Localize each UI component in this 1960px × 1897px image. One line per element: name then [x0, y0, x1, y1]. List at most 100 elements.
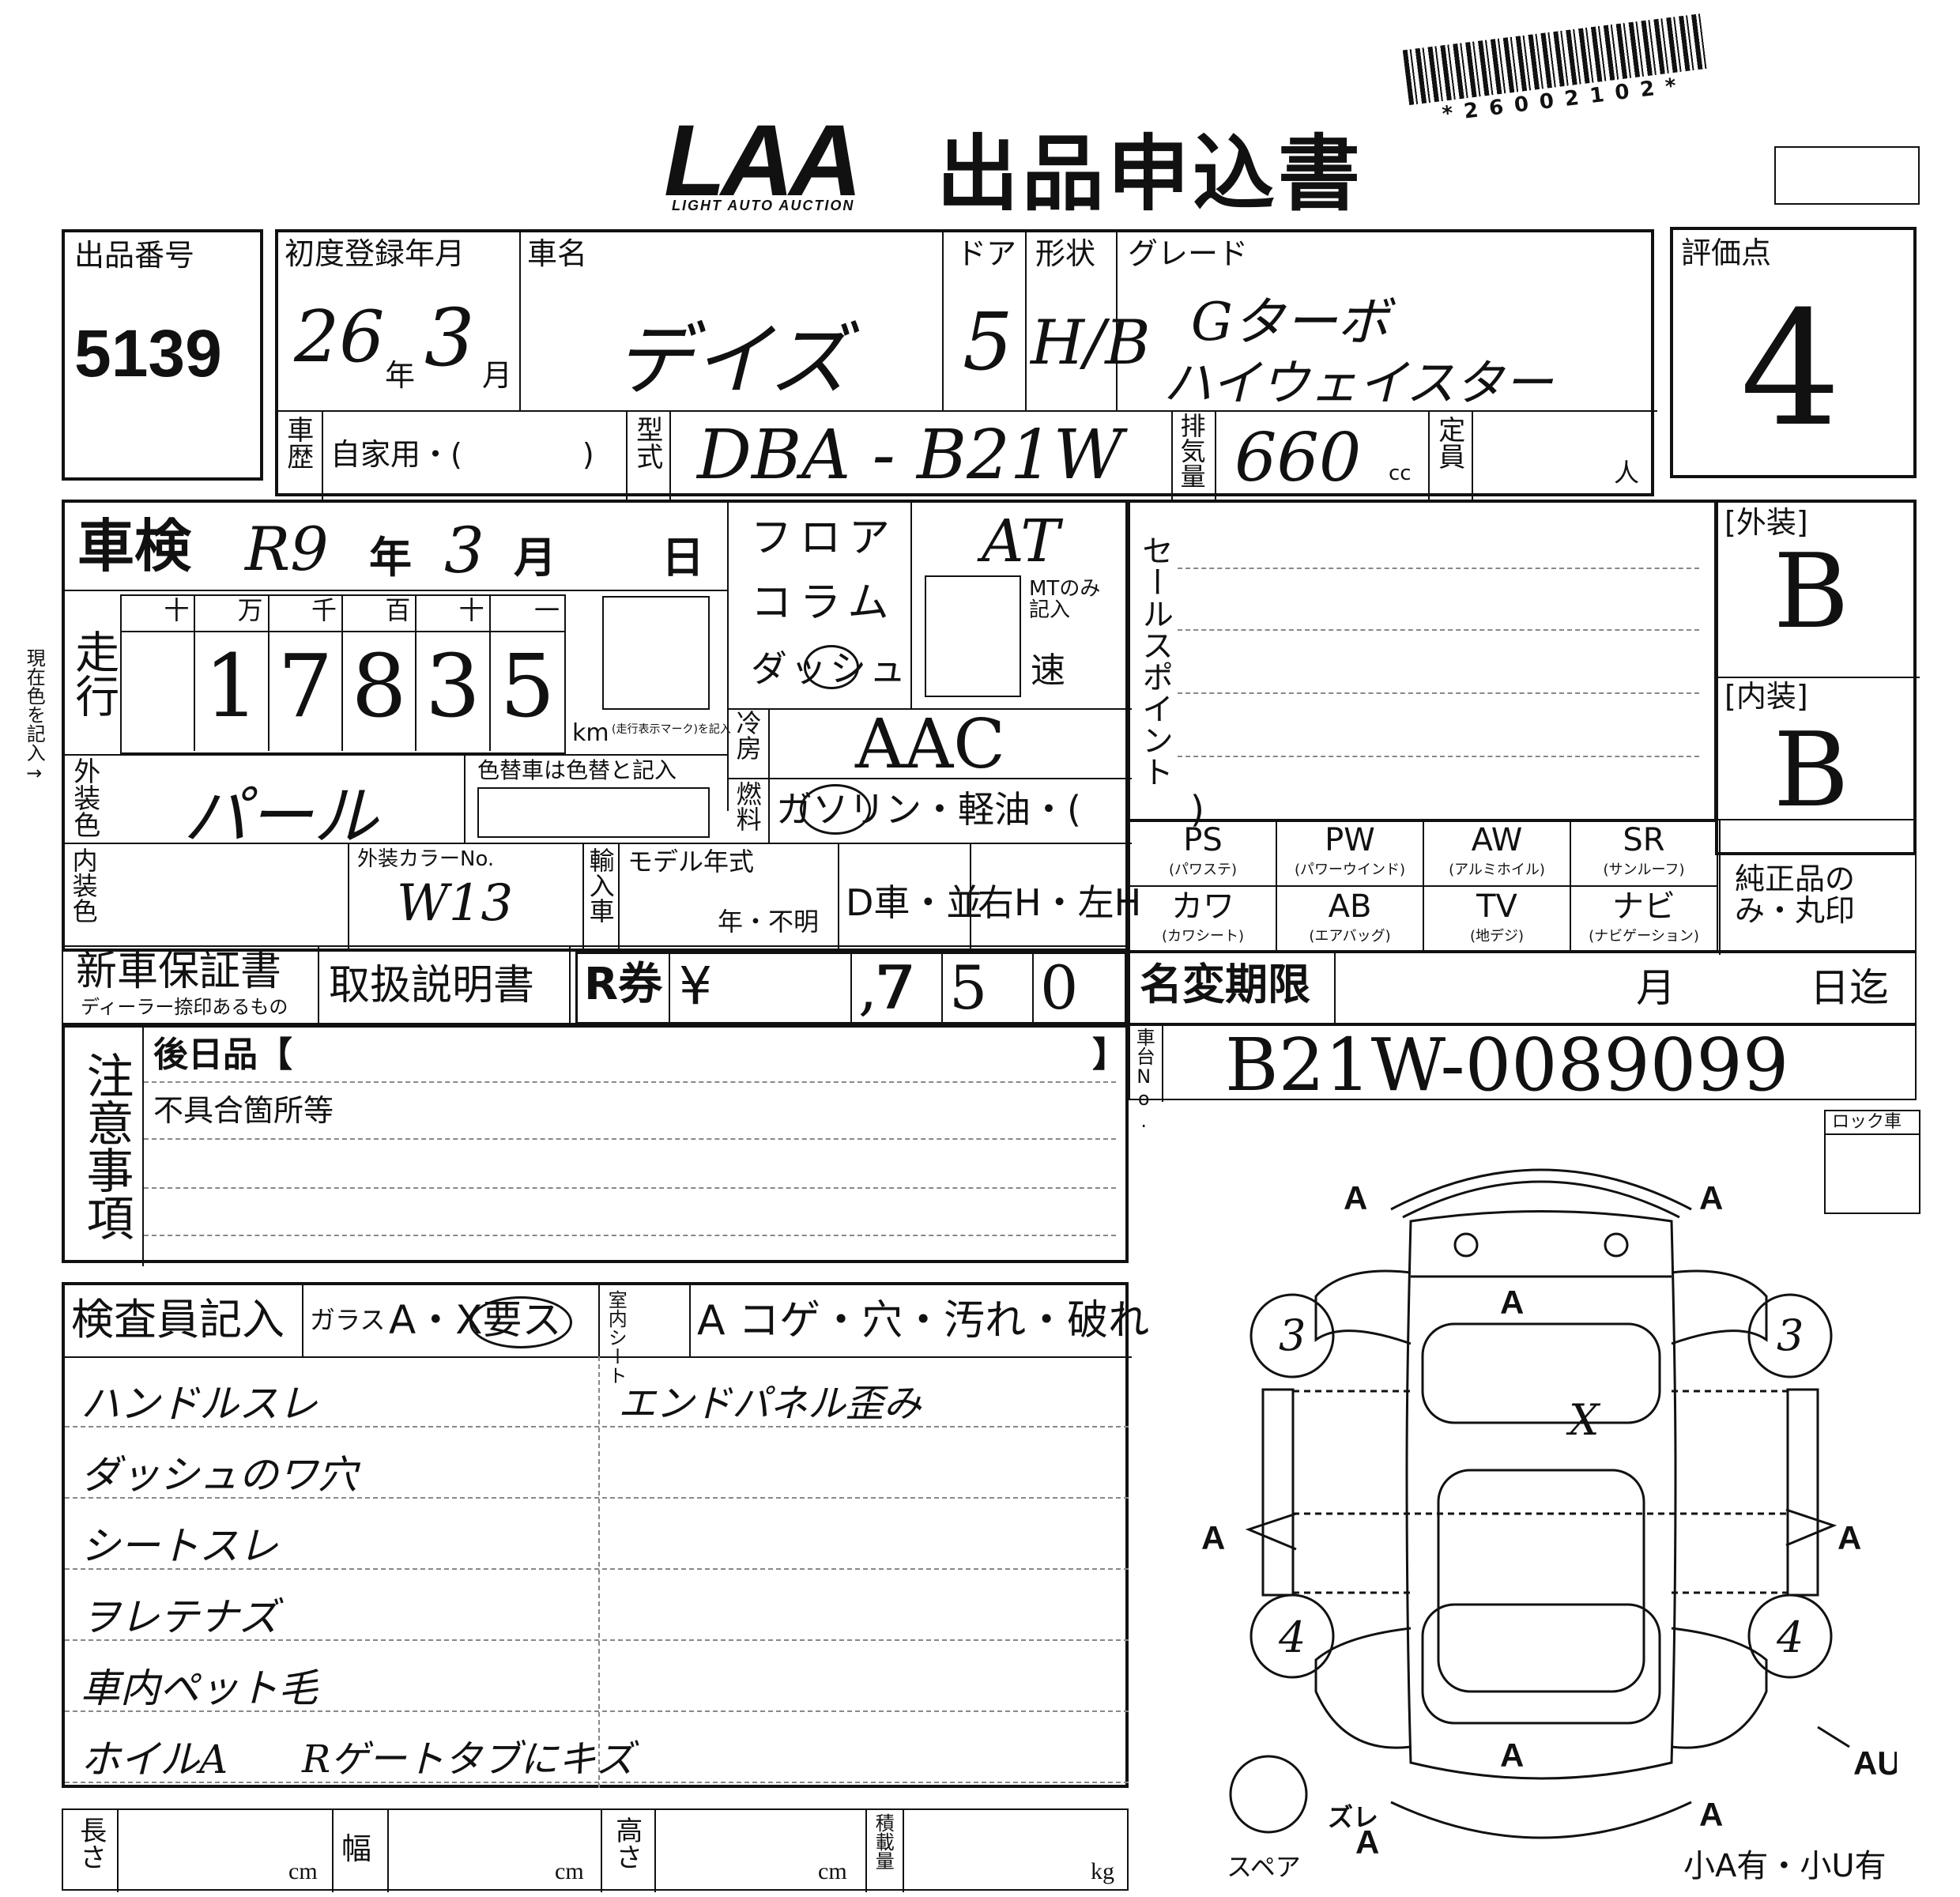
inspector-note-right: エンドパネル歪み [618, 1382, 922, 1426]
registration-month: 3 [424, 292, 475, 384]
chassis-number: B21W-0089099 [1225, 1023, 1789, 1107]
r-ticket-digit: 7 [874, 952, 913, 1023]
equipment-cell: PW (パワーウインド) [1277, 820, 1424, 887]
r-ticket-label: R券 [584, 959, 663, 1010]
equipment-code: ナビ [1612, 888, 1675, 925]
shift-floor: フロア [751, 515, 899, 562]
yen-sign: ¥ [679, 956, 712, 1016]
interior-label: [内装] [1724, 679, 1808, 714]
ac-label: 冷房 [732, 710, 763, 760]
sales-points-box: セールスポイント [1129, 500, 1717, 822]
body-x-mark: X [1566, 1395, 1601, 1445]
digit-value: 5 [499, 635, 556, 737]
equipment-code: AW [1471, 822, 1523, 858]
inspector-label: 検査員記入 [71, 1295, 285, 1344]
equipment-sub: (アルミホイル) [1449, 862, 1545, 878]
score-box: 評価点 4 [1670, 227, 1917, 478]
shaken-era: R9 [245, 514, 329, 584]
registration-label: 初度登録年月 [285, 236, 466, 271]
ext-color: パール [183, 779, 378, 854]
width-unit: cm [555, 1858, 584, 1884]
logo-subtext: LIGHT AUTO AUCTION [672, 198, 855, 213]
mark-a-fr: A [1699, 1179, 1723, 1216]
body-shape: H/B [1031, 307, 1151, 379]
height-label: 高さ [610, 1816, 643, 1870]
handle-side: 右H・左H [978, 881, 1142, 924]
length-unit: cm [288, 1858, 318, 1884]
import-label: 輸入車 [585, 847, 616, 923]
equipment-sub: (エアバッグ) [1309, 928, 1391, 945]
mt-speed: 速 [1031, 651, 1065, 691]
equipment-sub: (カワシート) [1161, 928, 1245, 945]
equipment-sub: (ナビゲーション) [1589, 928, 1699, 945]
digit-header: 十 [458, 595, 484, 625]
form-title: 出品申込書 [937, 129, 1364, 221]
tire-rr-mark: 4 [1776, 1612, 1804, 1662]
equipment-code: カワ [1171, 888, 1234, 925]
shift-value: AT [982, 507, 1060, 575]
warranty-sub: ディーラー捺印あるもの [81, 996, 288, 1018]
tire-rl-mark: 4 [1278, 1612, 1306, 1662]
car-name: デイズ [614, 314, 849, 406]
registration-year: 26 [294, 296, 385, 379]
year-unit: 年 [385, 358, 416, 393]
equipment-sub: (パワーウインド) [1294, 862, 1406, 878]
chassis-box: 車台No. B21W-0089099 [1129, 1023, 1917, 1132]
glass-circle [469, 1296, 572, 1348]
mileage-label: 走行 [67, 629, 119, 718]
seat-label: 室内シート [605, 1290, 628, 1385]
defects-label: 不具合箇所等 [153, 1093, 334, 1128]
inspector-note: ダッシュのワ穴 [81, 1452, 357, 1498]
equipment-code: TV [1476, 888, 1517, 925]
notes-label: 注意事項 [78, 1051, 134, 1241]
mark-zure: ズレ [1328, 1803, 1378, 1831]
name-change-month: 月 [1636, 965, 1675, 1011]
shaken-day-unit: 日 [662, 533, 704, 583]
r-ticket-digit: ,7 [858, 952, 916, 1023]
seat-value: A コゲ・穴・汚れ・破れ [697, 1297, 1150, 1344]
inspector-note: 車内ペット毛 [81, 1665, 318, 1711]
digit-header: 十 [164, 595, 190, 625]
equipment-cell: AW (アルミホイル) [1424, 820, 1571, 887]
shape-label: 形状 [1035, 236, 1096, 271]
door-count: 5 [963, 296, 1013, 388]
fuel-label: 燃料 [732, 781, 763, 832]
later-items-close: 】 [1092, 1035, 1127, 1075]
shift-column: コラム [751, 579, 897, 627]
ext-color-label: 外装色 [68, 757, 100, 838]
capacity-unit: 人 [1614, 458, 1640, 488]
ac-value: AAC [855, 705, 1006, 784]
grade-line-2: ハイウェイスター [1163, 354, 1553, 412]
mark-a-hood: A [1500, 1284, 1524, 1321]
tire-fl-mark: 3 [1279, 1311, 1306, 1360]
displacement-label: 排気量 [1176, 413, 1207, 488]
equipment-code: SR [1623, 822, 1665, 858]
history-value: 自家用・( ) [330, 437, 594, 472]
digit-header: 万 [237, 595, 263, 625]
displacement-unit: cc [1389, 462, 1412, 485]
grade-line-1: Gターボ [1191, 292, 1389, 353]
model-year-value: 年・不明 [718, 907, 820, 937]
dims-box: 長さ cm 幅 cm 高さ cm 積載量 kg [62, 1808, 1129, 1892]
model-code: DBA - B21W [697, 416, 1124, 495]
mark-a-right: A [1838, 1519, 1861, 1556]
shift-circle [804, 645, 859, 689]
color-no: W13 [397, 874, 514, 933]
mileage-digit-cell: 十 [122, 595, 196, 751]
color-change-box [477, 787, 710, 838]
notes-box: 注意事項 後日品【 】 不具合箇所等 [62, 1024, 1129, 1266]
digit-value: 7 [277, 635, 334, 737]
shaken-year-unit: 年 [369, 533, 412, 583]
inspector-box: 検査員記入 ガラス A・X要ス 室内シート A コゲ・穴・汚れ・破れ ハンドルス… [62, 1282, 1149, 1788]
height-unit: cm [818, 1858, 847, 1884]
equipment-sub: (サンルーフ) [1603, 862, 1685, 878]
shaken-month-unit: 月 [514, 533, 556, 583]
glass-label: ガラス [310, 1305, 386, 1335]
spare-label: スペア [1227, 1852, 1301, 1882]
equipment-code: PW [1325, 822, 1375, 858]
